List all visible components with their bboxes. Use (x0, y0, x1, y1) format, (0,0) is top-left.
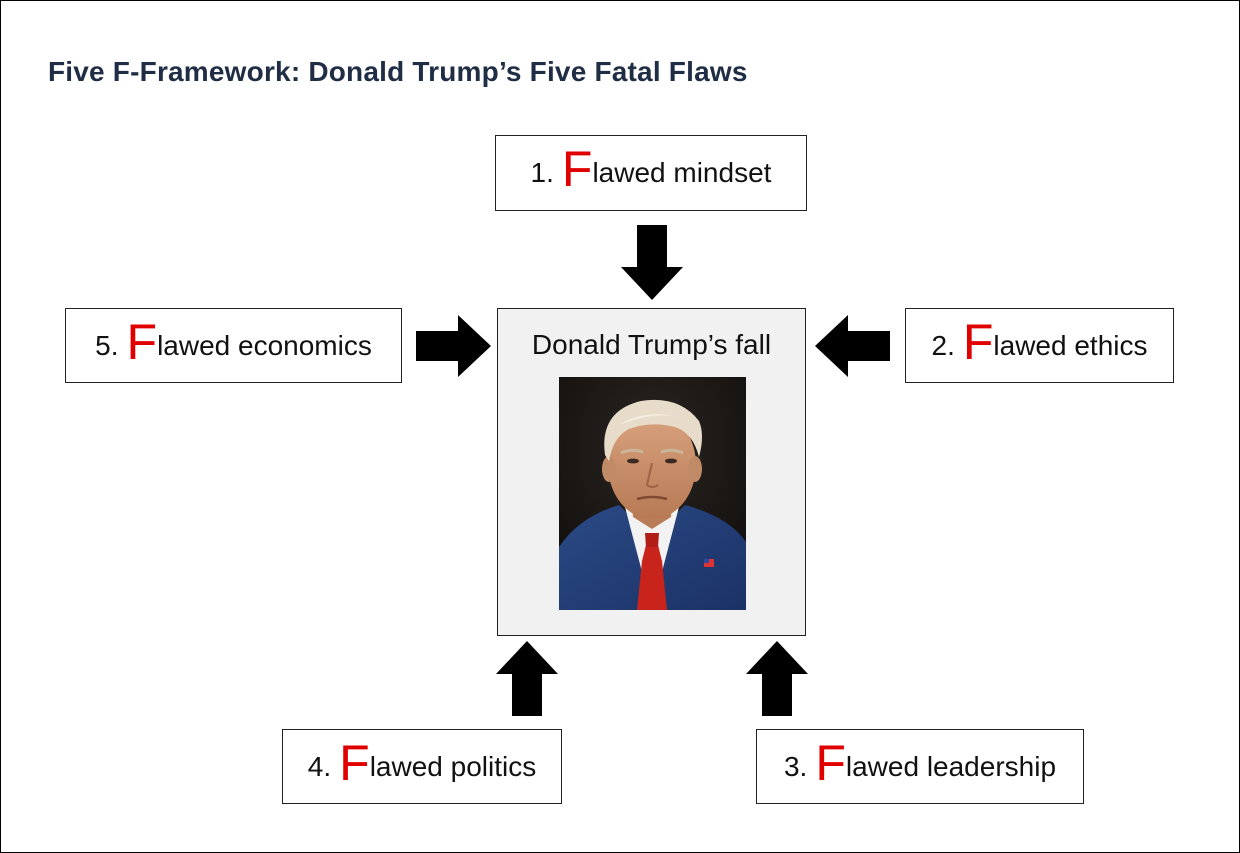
slide-title: Five F-Framework: Donald Trump’s Five Fa… (48, 56, 748, 87)
center-box: Donald Trump’s fall (497, 308, 806, 636)
arrow-left-icon (815, 315, 890, 377)
flaw-number: 4. (307, 750, 332, 782)
arrow-right-icon (416, 315, 491, 377)
flaw-text: lawed ethics (993, 329, 1148, 361)
flaw-text: lawed mindset (592, 157, 772, 188)
flaw-number: 1. (530, 157, 554, 188)
center-label: Donald Trump’s fall (531, 329, 772, 360)
flaw-text: lawed politics (369, 750, 537, 782)
flaw-text: lawed economics (157, 329, 372, 361)
arrow-up-icon (496, 641, 558, 716)
arrow-up-icon (746, 641, 808, 716)
flaw-initial: F (561, 141, 593, 197)
flaw-initial: F (126, 313, 158, 370)
portrait-photo (559, 377, 746, 610)
flaw-text: lawed leadership (845, 750, 1057, 782)
flaw-number: 5. (95, 329, 119, 361)
flaw-number: 3. (783, 750, 808, 782)
flaw-initial: F (339, 734, 370, 791)
arrow-down-icon (621, 225, 683, 300)
flaw-initial: F (815, 734, 846, 791)
flaw-initial: F (962, 313, 994, 370)
flaw-number: 2. (931, 329, 955, 361)
